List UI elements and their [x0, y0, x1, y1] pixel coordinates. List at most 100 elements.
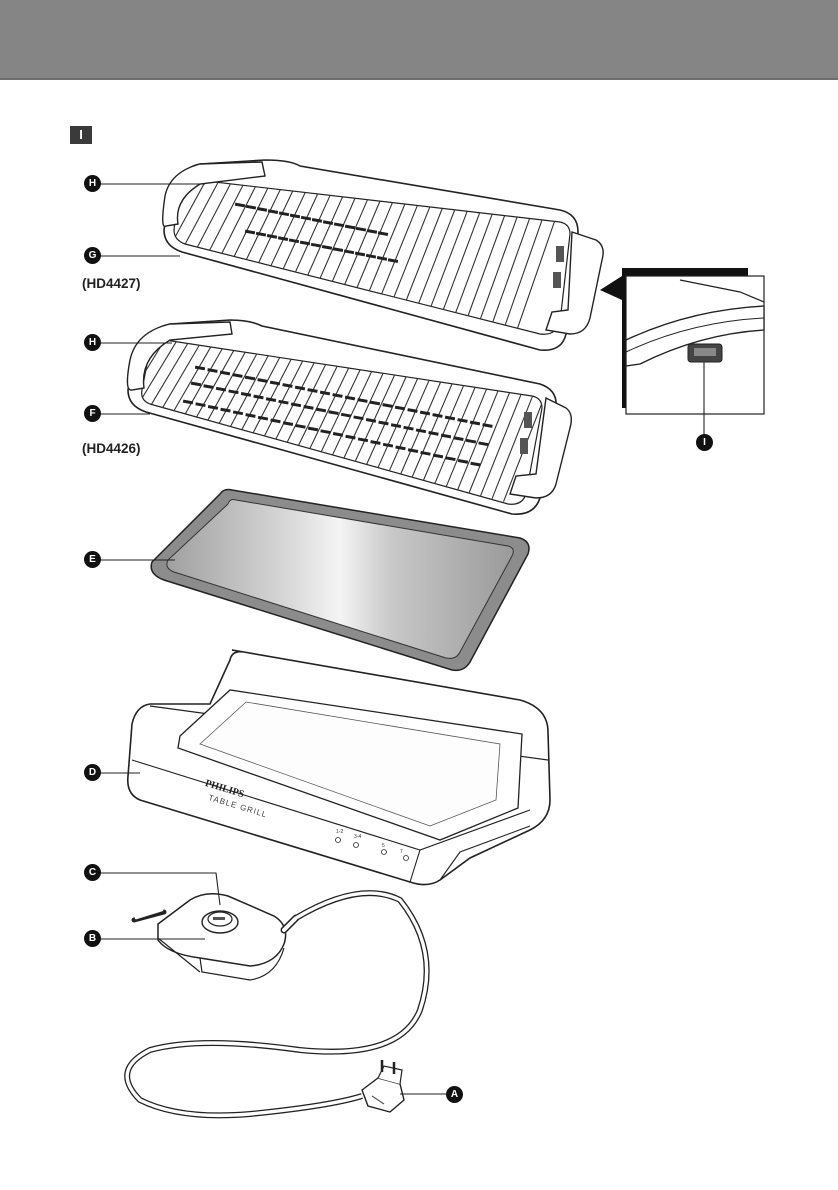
grill-rib [376, 375, 420, 471]
control-dot [403, 855, 409, 861]
grill-slot [321, 245, 333, 250]
grill-rib [342, 370, 385, 462]
grill-slot [299, 240, 311, 246]
grill-rib [228, 185, 270, 268]
control-dot [353, 842, 359, 848]
grill-slot [190, 381, 202, 387]
grill-slot [376, 256, 388, 261]
grill-slot [370, 440, 381, 445]
grill-rib [250, 356, 293, 439]
grill-slot [289, 213, 301, 219]
grill-slot [303, 405, 314, 410]
grill-slot [300, 215, 312, 221]
grill-rib [191, 181, 232, 259]
grill-plate-g [162, 159, 604, 351]
grill-slot [257, 415, 269, 421]
grill-rib [364, 373, 409, 468]
grill-slot [357, 398, 368, 403]
grill-slot [319, 390, 331, 396]
grill-slot [478, 441, 489, 447]
grill-slot [354, 251, 366, 257]
grill-rib [478, 211, 520, 323]
grill-slot [470, 461, 481, 467]
grill-rib [378, 201, 420, 301]
callout-f: F [84, 405, 101, 422]
grill-slot [432, 413, 443, 418]
grill-slot [244, 229, 256, 235]
grill-slot [267, 209, 279, 214]
inset-detail-handle-lock [600, 268, 765, 415]
callout-h-mid: H [84, 334, 101, 351]
grill-plate-f [126, 319, 573, 515]
grill-slot [382, 442, 394, 448]
grill-slot [420, 450, 431, 456]
grill-rib [174, 179, 207, 254]
grill-rib [141, 339, 178, 410]
grill-slot [307, 426, 319, 432]
grill-rib [415, 205, 458, 309]
grill-slot [253, 394, 264, 400]
grill-rib [178, 180, 220, 256]
grill-slot [315, 407, 327, 413]
grill-slot [311, 218, 323, 223]
grill-slot [457, 418, 468, 423]
grill-rib [453, 209, 495, 318]
grill-slot [266, 234, 278, 239]
grill-slot [232, 373, 243, 378]
control-label-1: 1-2 [336, 829, 344, 835]
grill-slot [290, 402, 302, 408]
grill-rib [303, 193, 345, 284]
grill-slot [407, 448, 419, 453]
handle-lock-mid-2 [520, 438, 528, 454]
grill-rib [479, 390, 524, 497]
grill-rib [428, 206, 470, 312]
grill-slot [403, 425, 414, 431]
grill-rib [330, 368, 374, 459]
grill-rib [490, 212, 533, 326]
grill-slot [220, 407, 231, 413]
grill-slot [207, 368, 218, 373]
grill-rib [515, 215, 558, 332]
grill-rib [192, 347, 236, 424]
grill-rib [273, 359, 316, 444]
grill-slot [382, 403, 393, 408]
grill-slot [357, 437, 369, 443]
grill-rib [328, 195, 370, 290]
grill-slot [244, 375, 256, 381]
callout-e: E [84, 551, 101, 568]
drip-tray-e [150, 488, 530, 672]
grill-slot [228, 389, 239, 395]
grill-slot [390, 423, 402, 428]
grill-slot [440, 433, 452, 439]
handle-lock-top-1 [556, 246, 564, 262]
grill-slot [378, 420, 389, 426]
control-dot [335, 837, 341, 843]
grill-slot [365, 418, 377, 423]
grill-slot [333, 222, 345, 228]
grill-slot [245, 413, 256, 418]
grill-slot [320, 429, 331, 435]
grill-slot [255, 231, 267, 237]
grill-slot [345, 434, 356, 440]
grill-slot [332, 393, 343, 398]
grill-rib [169, 344, 213, 418]
grill-rib [204, 349, 247, 427]
model-label-hd4426: (HD4426) [82, 441, 141, 456]
callout-a: A [446, 1086, 463, 1103]
grill-slot [194, 365, 206, 371]
grill-slot [353, 415, 364, 421]
grill-slot [482, 423, 493, 428]
grill-slot [328, 410, 339, 415]
section-badge: I [70, 126, 92, 144]
grill-slot [469, 420, 481, 426]
grill-rib [253, 188, 295, 273]
grill-rib [445, 385, 489, 488]
grill-rib [241, 186, 282, 270]
model-label-hd4427: (HD4427) [82, 276, 141, 291]
grill-slot [419, 410, 431, 416]
grill-rib [433, 383, 478, 485]
grill-rib [410, 380, 455, 479]
grill-rib [465, 210, 508, 321]
grill-slot [457, 459, 469, 464]
